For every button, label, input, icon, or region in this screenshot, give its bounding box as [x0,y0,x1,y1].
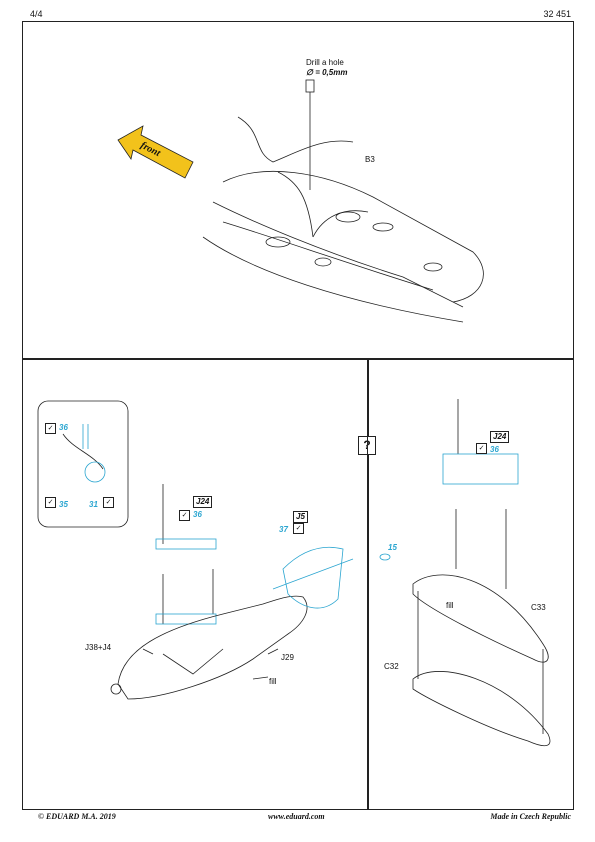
part-b3-label: B3 [365,155,375,164]
right-step-panel: J24 ✓ 36 15 fill C33 C32 [367,358,574,810]
j24-box: J24 [193,496,213,508]
check-icon: ✓ [103,497,114,508]
left-step-panel: ✓ 36 ✓ 35 31 ✓ J24 ✓ 36 J5 37 ✓ J38+J4 J… [22,358,369,810]
page-number: 4/4 [30,9,43,19]
front-arrow-icon [117,125,194,179]
fuselage-drawing [117,79,484,323]
drill-note-text: Drill a hole [306,58,344,67]
part-c33-label: C33 [531,603,546,612]
part-j29-label: J29 [281,653,294,662]
tank-drawing [379,399,551,747]
part-31-detail: 31 [89,500,98,509]
fill-label: fill [269,677,277,686]
part-36-right: 36 [490,445,499,454]
top-step-panel: Drill a hole ∅ = 0,5mm front B3 [22,21,574,360]
kit-number: 32 451 [543,9,571,19]
copyright-text: © EDUARD M.A. 2019 [38,812,116,821]
bomb-drawing [37,400,354,700]
drill-diameter-text: ∅ = 0,5mm [306,68,348,77]
check-icon: ✓ [179,510,190,521]
check-icon: ✓ [476,443,487,454]
part-15-label: 15 [388,543,397,552]
part-c32-label: C32 [384,662,399,671]
origin-text: Made in Czech Republic [490,812,571,821]
check-icon: ✓ [45,497,56,508]
website-link: www.eduard.com [268,812,325,821]
part-35-detail: 35 [59,500,68,509]
part-36-label: 36 [193,510,202,519]
fill-label-right: fill [446,601,454,610]
detail-inset [37,400,129,528]
j5-box: J5 [293,511,308,523]
part-j38-j4-label: J38+J4 [85,643,112,652]
check-icon: ✓ [293,523,304,534]
check-icon: ✓ [45,423,56,434]
j24-box-right: J24 [490,431,510,443]
part-36-detail: 36 [59,423,68,432]
part-37-label: 37 [279,525,288,534]
